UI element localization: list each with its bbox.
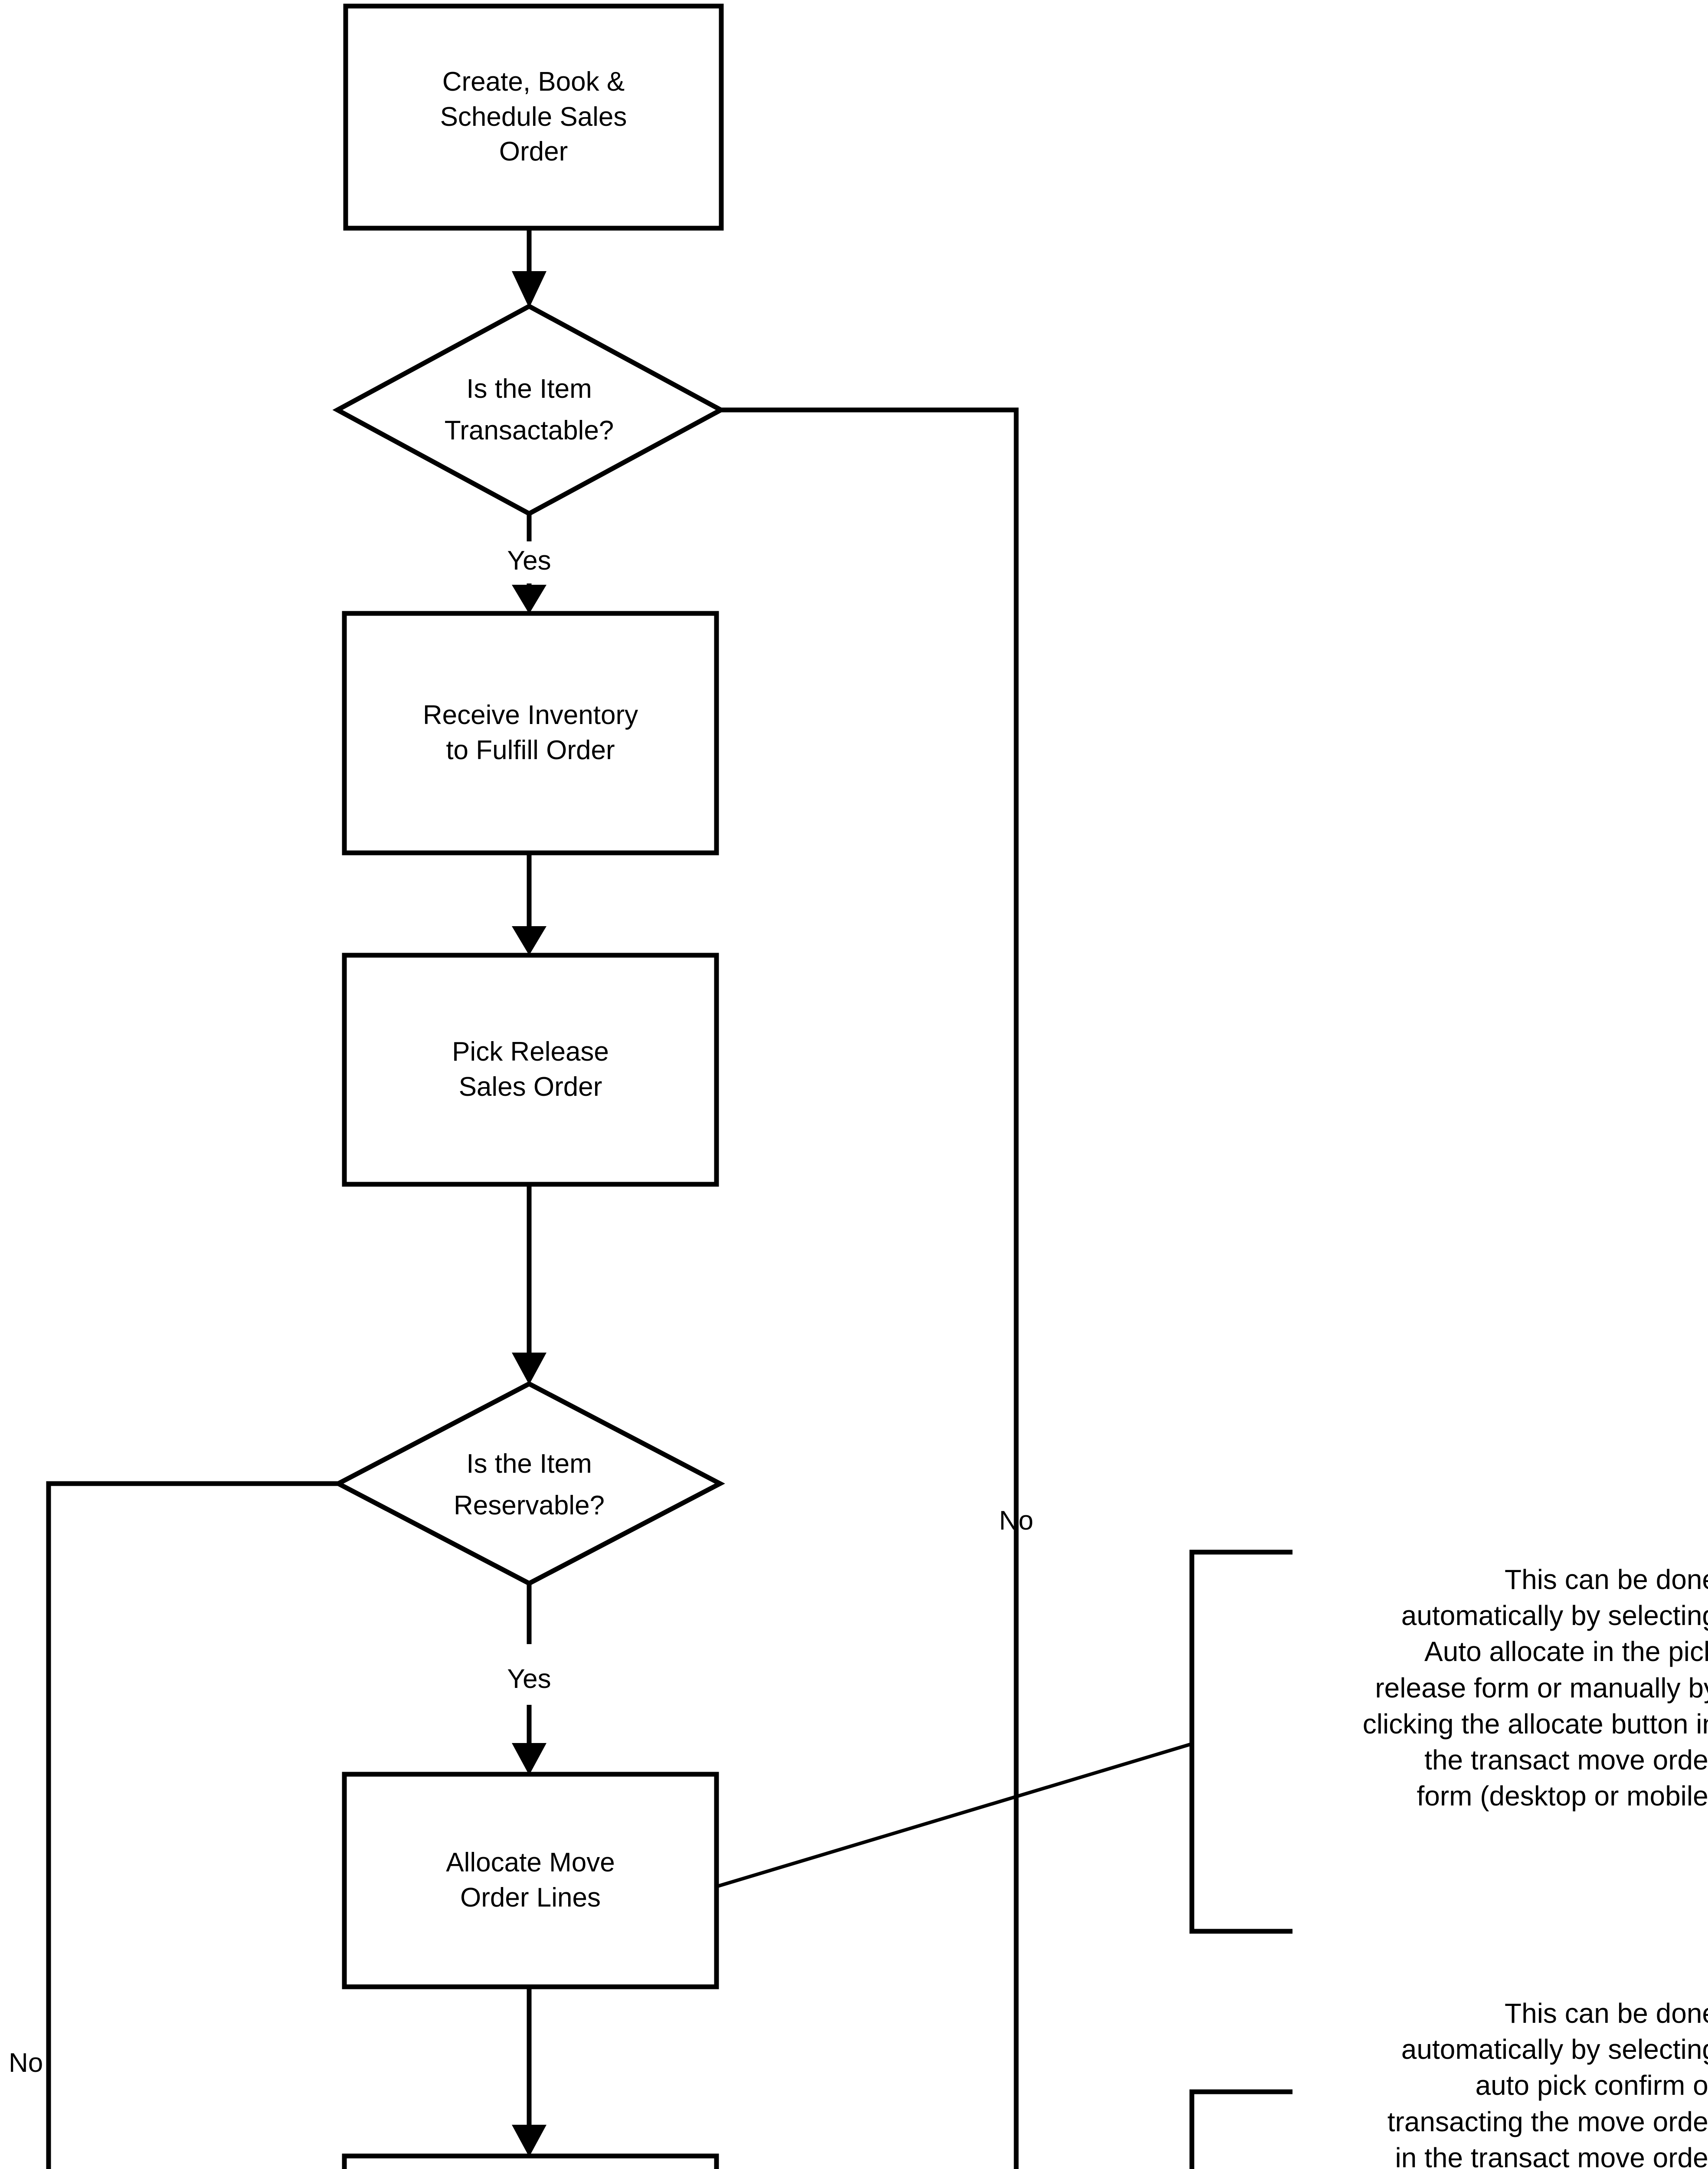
- node-receive-inventory[interactable]: [344, 613, 717, 853]
- edge-label-transactable-yes: Yes: [507, 546, 551, 576]
- annotation-allocate-text: This can be done automatically by select…: [1362, 1564, 1708, 1812]
- annotation-allocate-leader: [717, 1742, 1193, 1888]
- connector-transactable-no: [721, 407, 1019, 2169]
- node-create-order-shape[interactable]: [343, 3, 724, 231]
- node-allocate-move-order-shape[interactable]: [342, 1772, 719, 1989]
- node-is-reservable[interactable]: [338, 1384, 720, 1583]
- node-transact-move-order-shape[interactable]: [342, 2153, 719, 2169]
- arrowhead-create-to-transactable: [512, 271, 546, 308]
- annotation-pickconfirm-text: This can be done automatically by select…: [1387, 1998, 1708, 2169]
- arrowhead-reservable-to-allocate: [512, 1743, 546, 1775]
- edge-label-reservable-no: No: [9, 2048, 43, 2078]
- arrowhead-transactable-to-receive: [512, 585, 546, 614]
- node-allocate-move-order[interactable]: [344, 1774, 717, 1987]
- arrowhead-allocate-to-transact: [512, 2125, 546, 2157]
- arrowhead-receive-to-pickrelease: [512, 926, 546, 955]
- edge-label-reservable-yes: Yes: [507, 1664, 551, 1694]
- edge-label-transactable-no: No: [999, 1506, 1034, 1536]
- node-is-transactable[interactable]: [337, 306, 721, 514]
- node-transact-move-order[interactable]: [344, 2156, 717, 2169]
- connector-reservable-no: [46, 1481, 338, 2169]
- node-create-order[interactable]: [346, 6, 721, 228]
- node-pick-release-shape[interactable]: [342, 953, 719, 1187]
- node-pick-release[interactable]: [344, 955, 717, 1184]
- annotation-pickconfirm-bracket: [1189, 2089, 1292, 2169]
- node-receive-inventory-shape[interactable]: [342, 611, 719, 855]
- arrowhead-pickrelease-to-reservable: [512, 1353, 546, 1385]
- annotation-allocate-bracket: [1189, 1550, 1292, 1934]
